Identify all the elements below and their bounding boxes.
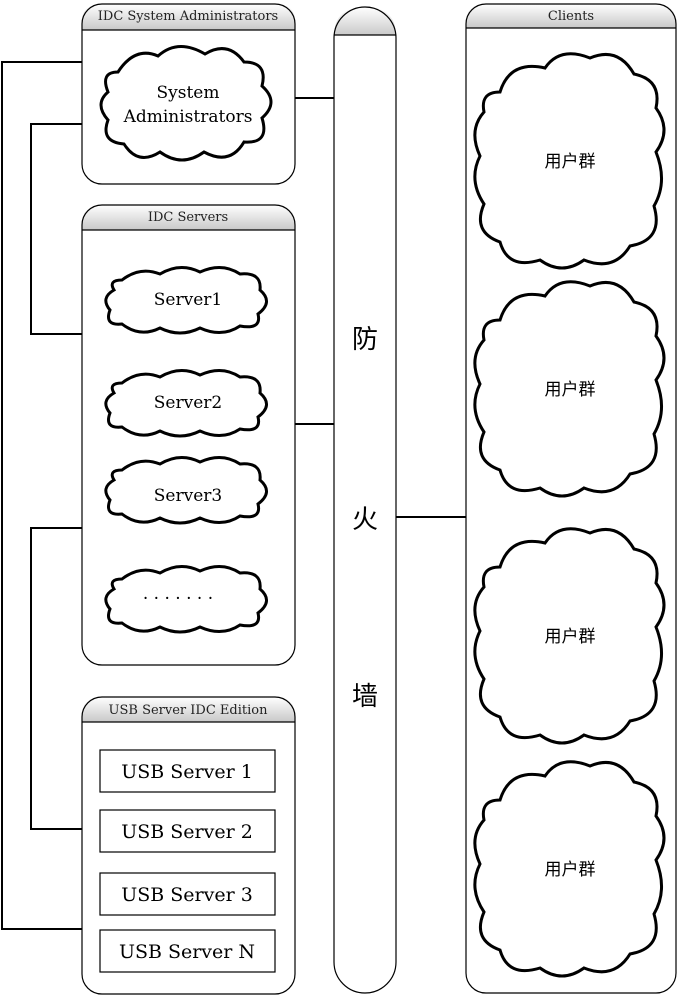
usb-panel-title: USB Server IDC Edition (109, 703, 269, 718)
client-group-1-label: 用户群 (545, 152, 596, 172)
connector-sysadmin-server1 (30, 123, 82, 335)
client-group-4-cloud-shape (473, 760, 666, 978)
server-more-cloud-shape (104, 565, 268, 634)
usb-server-3-label: USB Server 3 (121, 884, 253, 906)
usb-server-2-label: USB Server 2 (121, 821, 253, 843)
sysadmin-panel-title: IDC System Administrators (98, 9, 278, 24)
server-more-label: · · · · · · · (143, 589, 213, 609)
sysadmin-panel: IDC System Administrators System Adminis… (81, 3, 296, 185)
client-group-4-label: 用户群 (545, 860, 596, 880)
sysadmin-cloud-shape (99, 45, 273, 162)
usb-server-n-box (99, 929, 276, 973)
server1-label: Server1 (154, 290, 222, 310)
client-group-1-cloud-shape (473, 52, 666, 270)
servers-panel-title: IDC Servers (148, 210, 228, 225)
usb-server-n-label: USB Server N (119, 941, 255, 963)
usb-panel: USB Server IDC Edition USB Server 1 USB … (81, 696, 296, 995)
usb-server-1-box (99, 749, 276, 793)
usb-server-2-box (99, 809, 276, 853)
client-group-3-label: 用户群 (545, 627, 596, 647)
firewall-char-3: 墙 (352, 682, 378, 712)
connector-lines (1, 61, 466, 930)
clients-panel: Clients 用户群 用户群 用户群 用户群 (465, 3, 677, 994)
clients-panel-title: Clients (548, 9, 594, 24)
server3-label: Server3 (154, 486, 222, 506)
client-group-2-label: 用户群 (545, 380, 596, 400)
connector-servers-usb2 (30, 527, 82, 830)
sysadmin-cloud-label-2: Administrators (123, 107, 253, 127)
connector-outer-left (1, 61, 82, 930)
client-group-2-cloud-shape (473, 280, 666, 498)
server1-cloud-shape (104, 266, 268, 335)
servers-panel: IDC Servers Server1 Server2 Server3 · · … (81, 204, 296, 666)
usb-server-3-box (99, 872, 276, 916)
firewall-column: 防 火 墙 (333, 6, 397, 994)
usb-server-1-label: USB Server 1 (121, 761, 253, 783)
server2-cloud-shape (104, 369, 268, 438)
server3-cloud-shape (104, 456, 268, 525)
client-group-3-cloud-shape (473, 527, 666, 745)
server2-label: Server2 (154, 393, 222, 413)
sysadmin-cloud-label-1: System (157, 83, 220, 103)
firewall-char-2: 火 (352, 505, 378, 535)
firewall-char-1: 防 (352, 325, 378, 355)
